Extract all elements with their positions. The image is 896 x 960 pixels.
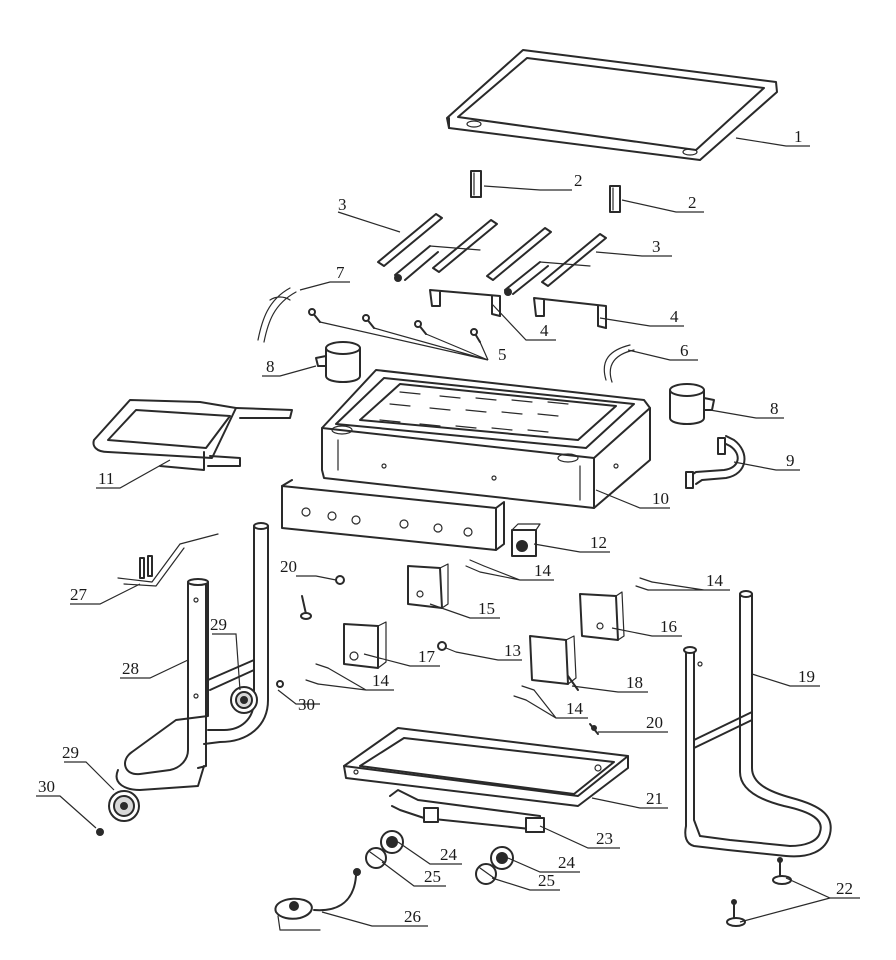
part-4-bracket-left xyxy=(429,289,501,317)
leader-lines xyxy=(36,137,860,927)
part-10-firebox xyxy=(321,369,651,509)
callout-3: 3 xyxy=(338,195,347,214)
part-3-burners xyxy=(377,213,607,296)
part-19-right-leg xyxy=(683,590,832,858)
callout-14: 14 xyxy=(372,671,390,690)
part-28-left-leg xyxy=(115,522,269,791)
part-15-bracket xyxy=(407,563,449,609)
callout-30: 30 xyxy=(298,695,315,714)
callout-4: 4 xyxy=(670,307,679,326)
callout-4: 4 xyxy=(540,321,549,340)
callout-14: 14 xyxy=(706,571,724,590)
callout-2: 2 xyxy=(688,193,697,212)
callout-17: 17 xyxy=(418,647,436,666)
callout-11: 11 xyxy=(98,469,114,488)
callout-6: 6 xyxy=(680,341,689,360)
callout-25: 25 xyxy=(424,867,441,886)
callout-1: 1 xyxy=(794,127,803,146)
part-8-cup-right xyxy=(669,383,715,425)
part-30-nut-lower xyxy=(96,828,104,836)
callout-10: 10 xyxy=(652,489,669,508)
part-14-screws-d xyxy=(513,685,535,701)
callout-7: 7 xyxy=(336,263,345,282)
callout-29: 29 xyxy=(210,615,227,634)
part-4-bracket-right xyxy=(533,297,607,329)
callout-labels: 1 2 2 3 3 4 4 5 6 7 8 8 9 10 11 12 13 14… xyxy=(38,127,853,926)
callout-21: 21 xyxy=(646,789,663,808)
part-11-side-shelf xyxy=(92,399,293,471)
part-14-screws-a xyxy=(465,559,485,573)
part-29-wheel-lower xyxy=(108,790,140,822)
callout-16: 16 xyxy=(660,617,677,636)
callout-26: 26 xyxy=(404,907,421,926)
part-16-bracket xyxy=(579,591,625,641)
callout-25: 25 xyxy=(538,871,555,890)
callout-19: 19 xyxy=(798,667,815,686)
part-14-screws-c xyxy=(305,663,329,685)
part-8-cup-left xyxy=(315,341,361,383)
part-6-wire xyxy=(603,344,635,383)
part-27-igniter xyxy=(117,533,219,587)
part-5-screws xyxy=(308,308,481,343)
callout-28: 28 xyxy=(122,659,139,678)
callout-22: 22 xyxy=(836,879,853,898)
front-control-panel xyxy=(281,479,505,551)
part-23-manifold xyxy=(389,789,545,833)
callout-14: 14 xyxy=(534,561,552,580)
part-2-spacer-right xyxy=(609,185,621,213)
callout-15: 15 xyxy=(478,599,495,618)
callout-24: 24 xyxy=(558,853,576,872)
callout-2: 2 xyxy=(574,171,583,190)
part-30-nut-upper xyxy=(276,680,284,688)
callout-18: 18 xyxy=(626,673,643,692)
callout-23: 23 xyxy=(596,829,613,848)
callout-8: 8 xyxy=(266,357,275,376)
callout-5: 5 xyxy=(498,345,507,364)
callout-9: 9 xyxy=(786,451,795,470)
callout-20: 20 xyxy=(646,713,663,732)
part-12-control xyxy=(511,523,541,557)
callout-29: 29 xyxy=(62,743,79,762)
part-21-drip-tray xyxy=(343,727,629,807)
callout-24: 24 xyxy=(440,845,458,864)
part-25-knob-left xyxy=(365,847,387,869)
part-22-foot-lower xyxy=(726,899,746,927)
callout-13: 13 xyxy=(504,641,521,660)
callout-27: 27 xyxy=(70,585,88,604)
part-18-bracket xyxy=(529,635,579,691)
callout-8: 8 xyxy=(770,399,779,418)
part-17-bracket xyxy=(343,621,387,669)
part-20-knob-left xyxy=(300,575,345,620)
part-29-wheel-upper xyxy=(230,686,258,714)
part-7-wire xyxy=(257,287,297,343)
part-24-bezel-left xyxy=(380,830,404,854)
part-14-screws-b xyxy=(635,577,653,591)
part-24-bezel-right xyxy=(490,846,514,870)
part-1-griddle-tray xyxy=(446,49,778,161)
callout-3: 3 xyxy=(652,237,661,256)
callout-14: 14 xyxy=(566,699,584,718)
callout-12: 12 xyxy=(590,533,607,552)
part-13-bolt xyxy=(437,641,457,653)
part-26-regulator-hose xyxy=(274,868,361,931)
part-2-spacer-left xyxy=(470,170,482,198)
callout-20: 20 xyxy=(280,557,297,576)
part-20-knob-right xyxy=(589,723,599,735)
part-25-knob-right xyxy=(475,863,497,885)
part-22-foot-upper xyxy=(772,857,792,885)
callout-30: 30 xyxy=(38,777,55,796)
